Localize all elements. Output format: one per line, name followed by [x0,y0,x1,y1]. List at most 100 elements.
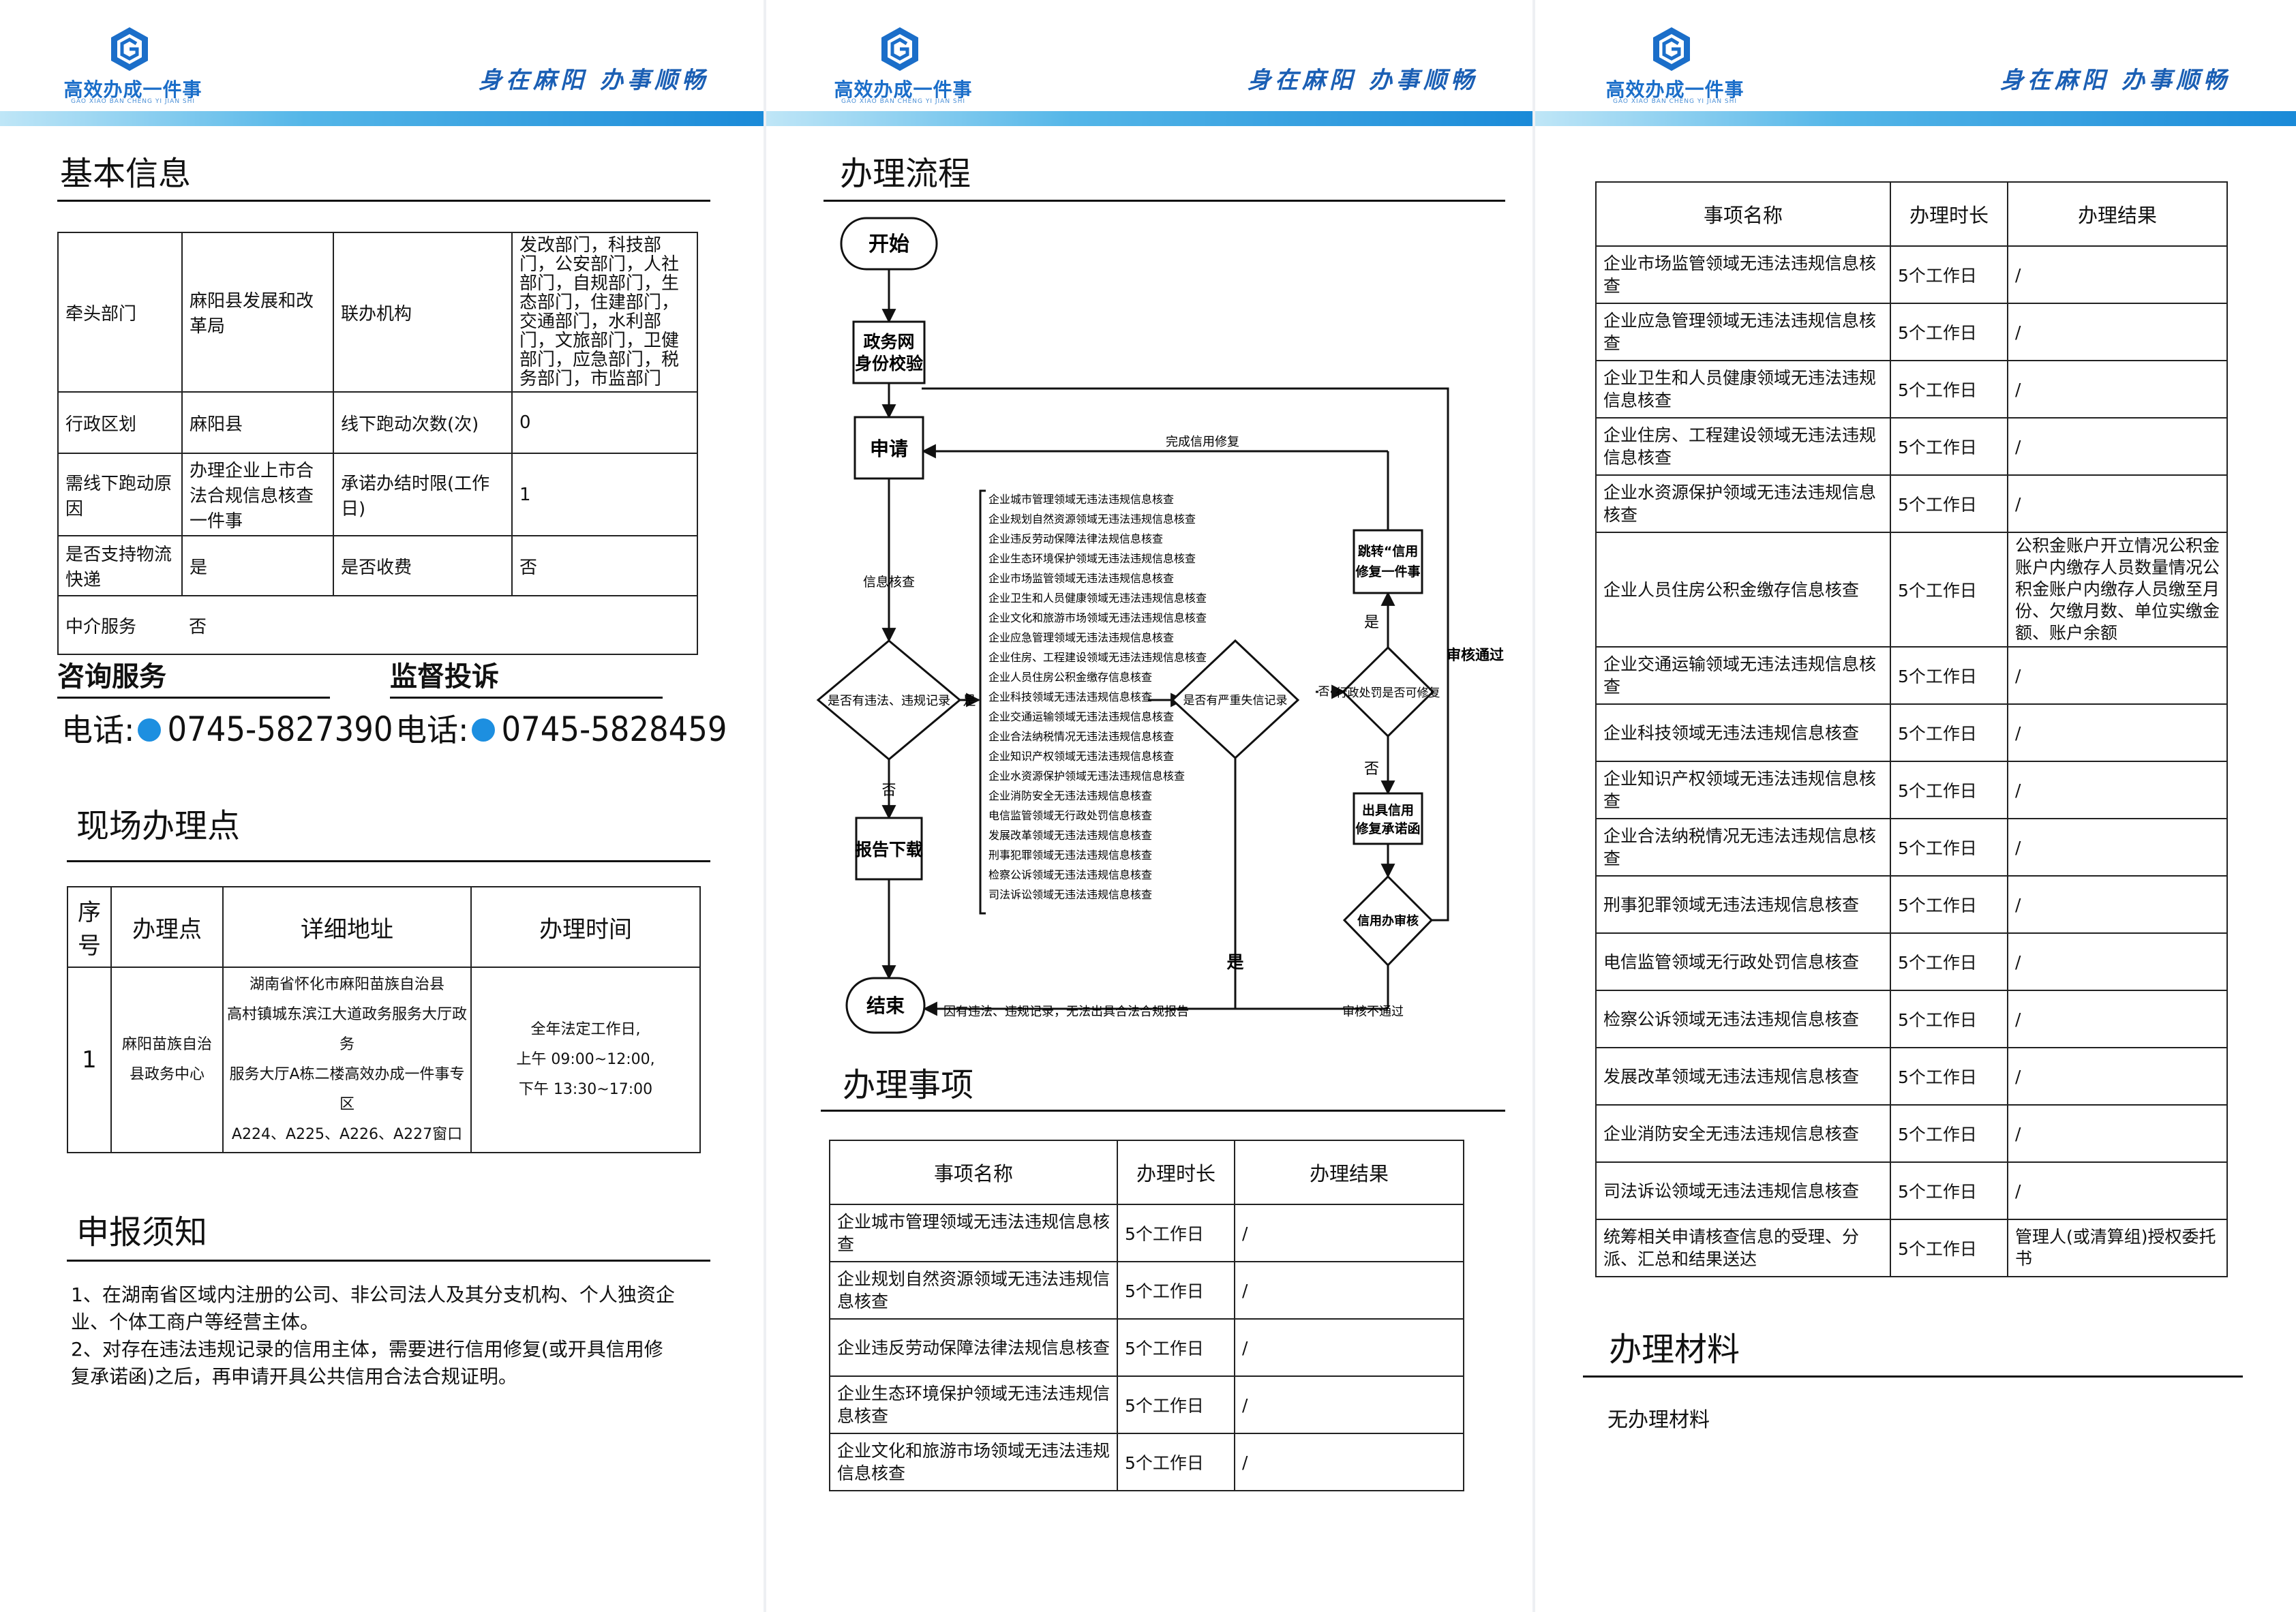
flow-jump-label: 修复一件事 [1355,564,1420,579]
flow-promise-label: 出具信用 [1362,802,1414,818]
slogan: 身在麻阳 办事顺畅 [2000,67,2231,94]
item-result-cell: / [1234,1433,1464,1491]
flow-review-decision [1342,875,1434,967]
item-time-cell: 5个工作日 [1117,1318,1235,1377]
item-result-cell: / [2007,875,2228,934]
item-time-cell: 5个工作日 [1890,932,2008,991]
label-cell: 需线下跑动原因 [57,453,183,536]
header-cell: 办理时长 [1117,1140,1235,1205]
label-cell: 承诺办结时限(工作日) [333,453,513,536]
section-divider [824,200,1505,202]
panel-right: 高效办成一件事 GAO XIAO BAN CHENG YI JIAN SHI 身… [1535,0,2296,1612]
item-name-cell: 企业文化和旅游市场领域无违法违规信息核查 [829,1433,1118,1491]
item-result-cell: / [2007,303,2228,361]
flow-start-label: 开始 [868,232,909,256]
table-row: 1 麻阳苗族自治县政务中心 湖南省怀化市麻阳苗族自治县 高村镇城东滨江大道政务服… [67,967,701,1153]
item-time-cell: 5个工作日 [1117,1204,1235,1262]
value-cell: 办理企业上市合法合规信息核查一件事 [181,453,334,536]
label-cell: 行政区划 [57,391,183,454]
item-time-cell: 5个工作日 [1890,646,2008,705]
section-divider [1583,1375,2243,1378]
flow-penalty-label: 行政处罚是否可修复 [1336,686,1440,700]
item-time-cell: 5个工作日 [1890,1047,2008,1106]
item-time-cell: 5个工作日 [1890,761,2008,819]
flow-serious-decision [1170,639,1300,760]
item-name-cell: 企业消防安全无违法违规信息核查 [1595,1104,1891,1163]
header-cell: 办理时长 [1890,181,2008,247]
item-result-cell: / [1234,1261,1464,1320]
item-name-cell: 检察公诉领域无违法违规信息核查 [1595,990,1891,1048]
flow-yes-label: 是 [963,693,976,708]
section-divider [67,860,710,862]
flow-check-item: 企业水资源保护领域无违法违规信息核查 [988,770,1185,782]
flow-serious-label: 是否有严重失信记录 [1183,694,1288,708]
flow-check-item: 企业知识产权领域无违法违规信息核查 [988,750,1174,763]
flow-apply-label: 申请 [870,438,908,460]
flow-penalty-decision [1341,645,1435,738]
item-result-cell: / [2007,818,2228,877]
consult-phone[interactable]: 电话:0745-5827390 [61,705,393,750]
flow-check-item: 司法诉讼领域无违法违规信息核查 [988,888,1152,901]
value-cell: 1 [511,453,698,536]
materials-text: 无办理材料 [1607,1408,1710,1432]
item-time-cell: 5个工作日 [1890,1161,2008,1220]
logo-subtext: GAO XIAO BAN CHENG YI JIAN SHI [841,98,966,105]
item-result-cell: / [2007,245,2228,304]
panel-divider [764,0,766,1612]
notice-text: 1、在湖南省区域内注册的公司、非公司法人及其分支机构、个人独资企 业、个体工商户… [71,1281,712,1390]
address-line: A224、A225、A226、A227窗口 [231,1126,463,1143]
table-row: 中介服务 否 [57,595,698,655]
item-name-cell: 企业知识产权领域无违法违规信息核查 [1595,761,1891,819]
flow-verify-label: 政务网 [863,332,914,352]
notice-line: 复承诺函)之后，再申请开具公共信用合法合规证明。 [71,1365,517,1388]
flow-no-label: 否 [1318,685,1330,699]
section-divider [57,200,710,202]
flow-check-item: 企业违反劳动保障法律法规信息核查 [988,532,1163,545]
flow-check-item: 企业应急管理领域无违法违规信息核查 [988,631,1174,644]
table-header-row: 事项名称 办理时长 办理结果 [1595,181,2228,247]
label-cell: 线下跑动次数(次) [333,391,513,454]
logo-g-icon [111,27,148,71]
flow-check-item: 企业合法纳税情况无违法违规信息核查 [988,730,1174,743]
item-time-cell: 5个工作日 [1890,417,2008,476]
section-title-notice: 申报须知 [76,1213,208,1251]
item-time-cell: 5个工作日 [1890,990,2008,1048]
flow-end-label: 结束 [866,994,905,1017]
complaint-divider [390,697,663,699]
flow-check-item: 企业规划自然资源领域无违法违规信息核查 [988,513,1196,526]
table-row: 是否支持物流快递 是 是否收费 否 [57,535,698,596]
flow-check-item: 检察公诉领域无违法违规信息核查 [988,868,1152,881]
item-result-cell: / [2007,990,2228,1048]
label-cell: 中介服务 [57,595,182,655]
section-title-materials: 办理材料 [1609,1330,1740,1369]
item-name-cell: 刑事犯罪领域无违法违规信息核查 [1595,875,1891,934]
complaint-phone[interactable]: 电话:0745-5828459 [395,705,727,750]
item-time-cell: 5个工作日 [1890,1104,2008,1163]
phone-icon [471,718,495,742]
address-line: 湖南省怀化市麻阳苗族自治县 [249,976,444,993]
hours-line: 全年法定工作日, [530,1021,641,1038]
item-name-cell: 企业住房、工程建设领域无违法违规信息核查 [1595,417,1891,476]
item-result-cell: / [2007,1104,2228,1163]
item-result-cell: / [1234,1318,1464,1377]
item-result-cell: / [2007,761,2228,819]
logo-text: 高效办成一件事 [834,78,973,101]
hours-line: 下午 13:30~17:00 [518,1081,653,1098]
value-cell: 0 [511,391,698,454]
flow-check-list: 企业城市管理领域无违法违规信息核查企业规划自然资源领域无违法违规信息核查企业违反… [988,493,1207,901]
label-cell: 牵头部门 [57,232,183,393]
table-row: 行政区划 麻阳县 线下跑动次数(次) 0 [57,391,698,454]
flow-jump-node [1353,529,1423,594]
label-cell: 是否收费 [333,535,513,596]
item-result-cell: 公积金账户开立情况公积金账户内缴存人员数量情况公积金账户内缴存人员缴至月份、欠缴… [2007,532,2228,648]
item-result-cell: / [2007,703,2228,762]
